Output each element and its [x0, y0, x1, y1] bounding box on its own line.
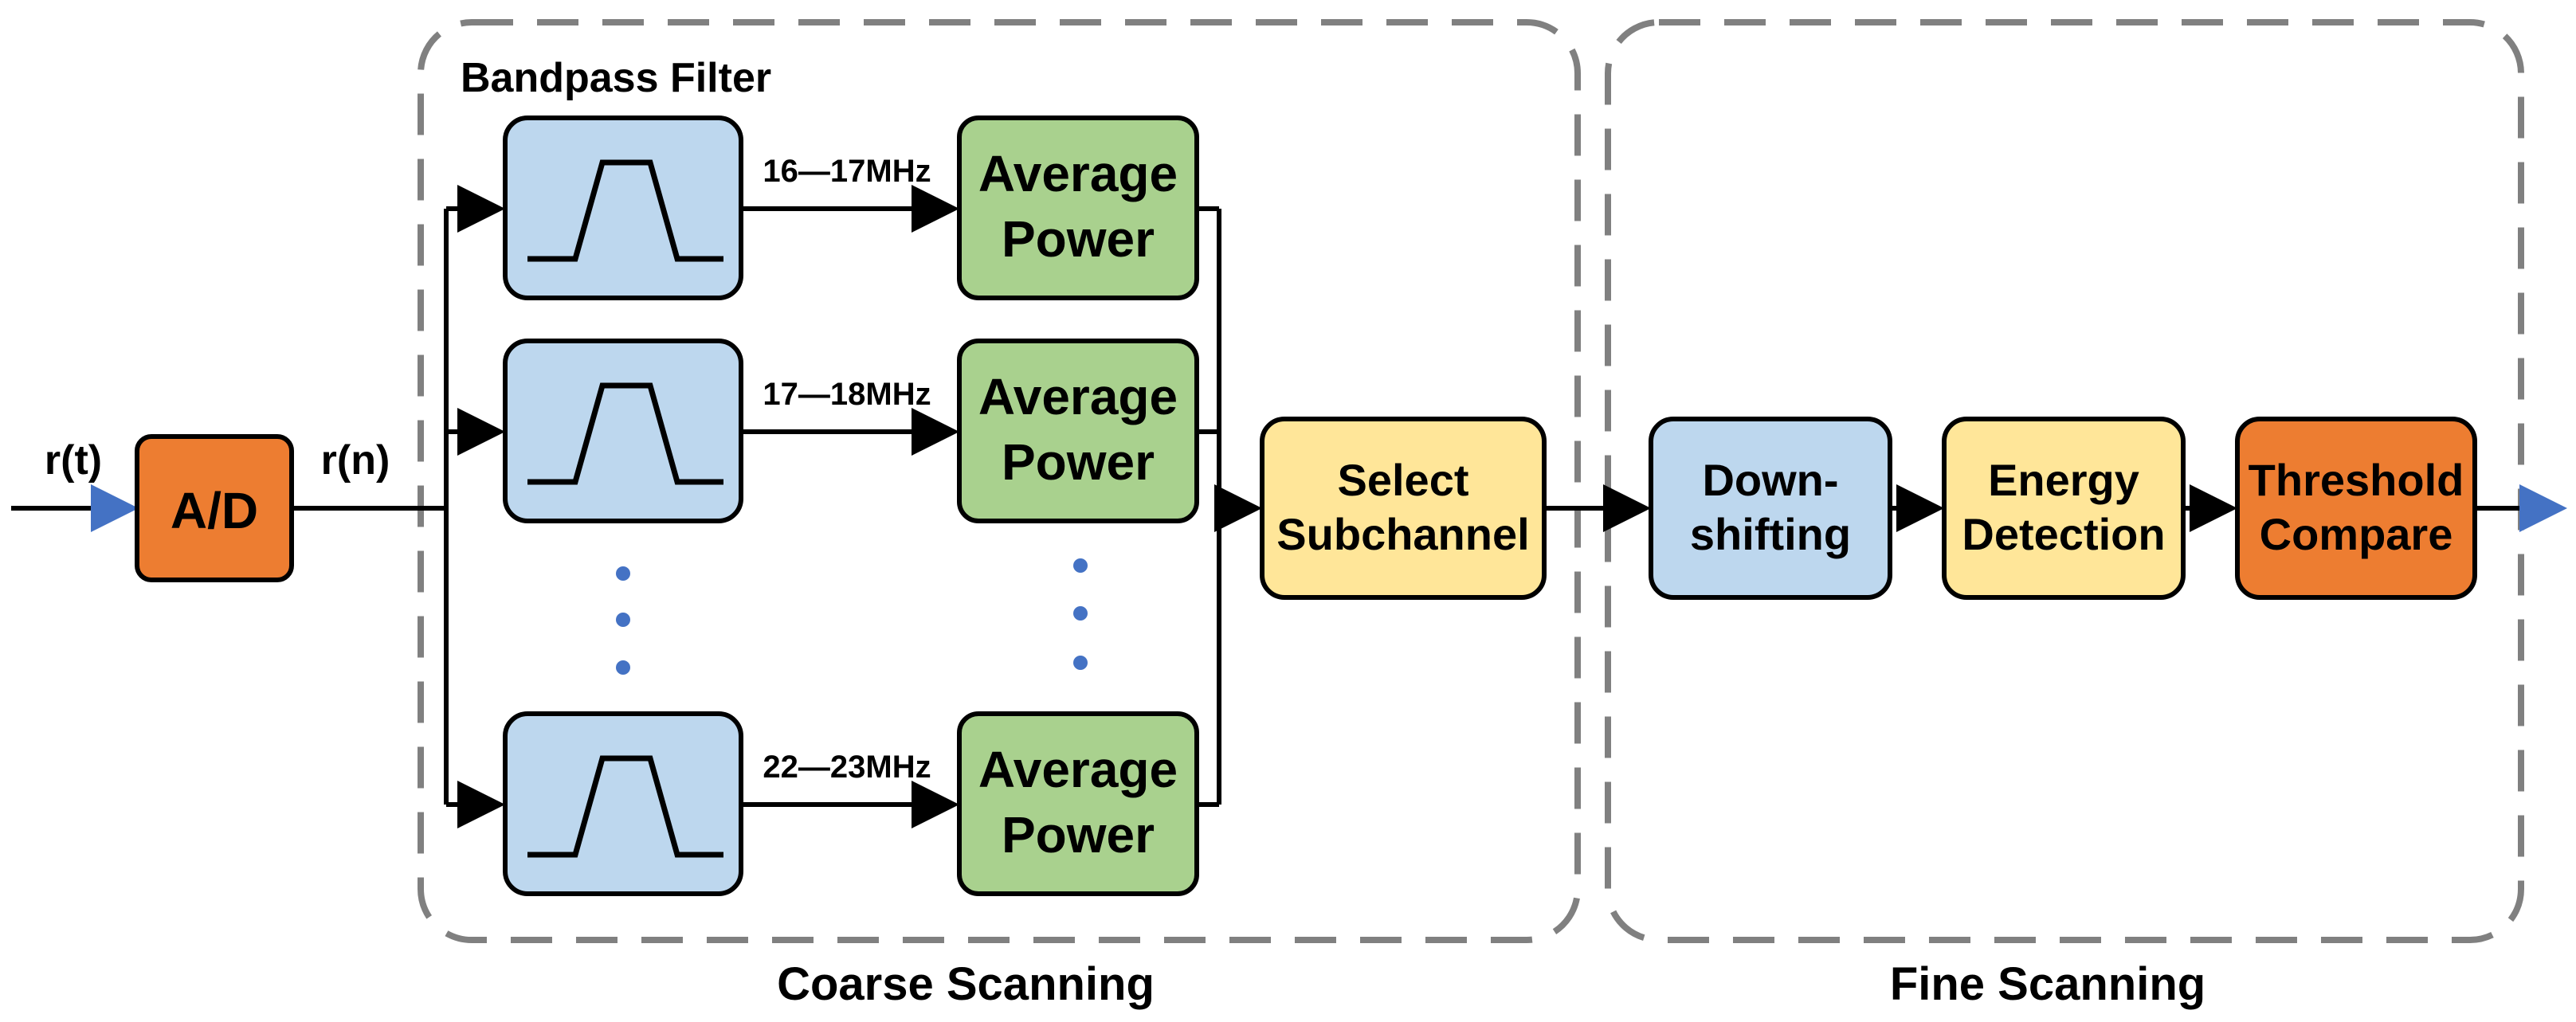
bandpass-filter-3 — [503, 711, 743, 896]
average-power-line2: Power — [1002, 433, 1155, 491]
energy-detection-line1: Energy — [1988, 455, 2139, 505]
fine-scanning-region — [1605, 19, 2524, 943]
bandpass-filter-2 — [503, 339, 743, 523]
average-power-line2: Power — [1002, 210, 1155, 268]
energy-detection-block — [1942, 417, 2186, 600]
band-label-2: 17—18MHz — [763, 377, 931, 412]
ellipsis-power — [1073, 558, 1088, 670]
input-signal-label: r(t) — [45, 437, 102, 484]
band-label-3: 22—23MHz — [763, 750, 931, 785]
downshifting-line1: Down- — [1702, 455, 1838, 505]
select-subchannel-line2: Subchannel — [1276, 509, 1529, 559]
select-subchannel-line1: Select — [1338, 455, 1469, 505]
downshifting-line2: shifting — [1690, 509, 1851, 559]
band-label-1: 16—17MHz — [763, 154, 931, 189]
threshold-compare-line1: Threshold — [2249, 455, 2464, 505]
bandpass-filter-1 — [503, 116, 743, 300]
threshold-compare-block — [2235, 417, 2477, 600]
ellipsis-filters — [616, 566, 630, 675]
average-power-line1: Average — [978, 145, 1178, 202]
coarse-scanning-region — [418, 19, 1581, 943]
average-power-line2: Power — [1002, 806, 1155, 863]
coarse-scanning-label: Coarse Scanning — [777, 958, 1155, 1010]
average-power-line1: Average — [978, 368, 1178, 425]
bandpass-filter-title: Bandpass Filter — [461, 55, 771, 101]
select-subchannel-block — [1260, 417, 1547, 600]
adc-label: A/D — [171, 482, 258, 539]
sampled-signal-label: r(n) — [321, 437, 390, 484]
energy-detection-line2: Detection — [1962, 509, 2165, 559]
bandpass-response-icon — [527, 382, 723, 485]
fine-scanning-label: Fine Scanning — [1890, 958, 2205, 1010]
average-power-line1: Average — [978, 741, 1178, 798]
threshold-compare-line2: Compare — [2260, 509, 2453, 559]
bandpass-response-icon — [527, 755, 723, 858]
bandpass-response-icon — [527, 159, 723, 262]
downshifting-block — [1649, 417, 1892, 600]
